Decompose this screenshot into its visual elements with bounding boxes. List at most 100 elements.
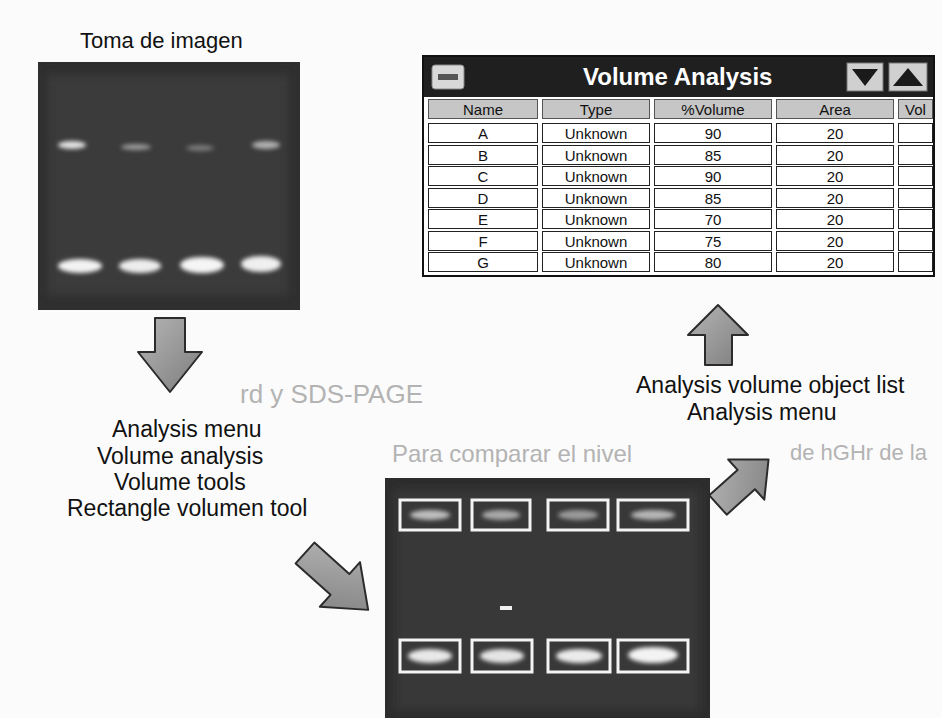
table-cell: Unknown (542, 231, 650, 251)
table-cell: 90 (654, 123, 772, 143)
table-cell: Unknown (542, 252, 650, 272)
step-caption: Analysis menu (112, 416, 262, 442)
step-caption: Volume analysis (97, 443, 263, 469)
gel-band (558, 510, 598, 520)
table-cell: 20 (776, 123, 894, 143)
table-cell: 20 (776, 209, 894, 229)
table-cell: 20 (776, 252, 894, 272)
table-value: G (477, 255, 489, 270)
gel-bands (58, 141, 281, 273)
gel-background (38, 62, 300, 310)
gel-band (252, 141, 280, 149)
table-header-cell: Name (428, 99, 538, 119)
table-value: E (478, 212, 488, 227)
table-cell: 70 (654, 209, 772, 229)
gel-band (119, 259, 161, 273)
step-caption: Analysis volume object list (636, 372, 904, 398)
table-cell: 75 (654, 231, 772, 251)
selection-rectangles (400, 500, 688, 672)
gel-band (58, 259, 102, 273)
gel-band (631, 510, 675, 520)
gel-haze (48, 75, 288, 295)
up-triangle (893, 68, 923, 86)
selection-rectangle (548, 500, 608, 530)
table-cell: G (428, 252, 538, 272)
table-value: Unknown (565, 126, 628, 141)
table-value: 20 (827, 169, 844, 184)
table-value: F (478, 234, 487, 249)
step-caption: Rectangle volumen tool (67, 495, 307, 521)
table-cell (898, 145, 933, 165)
table-value: 70 (705, 212, 722, 227)
step-caption: Volume tools (114, 469, 246, 495)
selection-rectangle (400, 500, 460, 530)
scroll-button (847, 63, 883, 91)
table-cell: Unknown (542, 166, 650, 186)
table-header-cell: %Volume (654, 99, 772, 119)
selection-rectangle (618, 640, 688, 672)
gel-band (121, 144, 151, 150)
table-cell: 20 (776, 231, 894, 251)
scroll-button (889, 63, 927, 91)
table-value: 80 (705, 255, 722, 270)
diagonal-arrow (700, 439, 787, 525)
table-value: C (478, 169, 489, 184)
gel-band (58, 141, 86, 149)
gel-image-selected (385, 478, 710, 718)
image-panel: Toma de imagen (38, 22, 300, 62)
table-cell: 80 (654, 252, 772, 272)
image-caption: Toma de imagen (80, 28, 243, 53)
table-value: Unknown (565, 234, 628, 249)
down-triangle (852, 69, 878, 86)
gel-band (628, 647, 678, 663)
diagonal-arrow (285, 531, 388, 632)
table-value: D (478, 191, 489, 206)
table-value: 20 (827, 234, 844, 249)
table-cell: F (428, 231, 538, 251)
step-caption: Analysis menu (687, 399, 837, 425)
table-value: Unknown (565, 148, 628, 163)
table-cell: 20 (776, 166, 894, 186)
table-cell: C (428, 166, 538, 186)
gel-background (385, 478, 710, 718)
table-cell: 90 (654, 166, 772, 186)
table-value: Unknown (565, 169, 628, 184)
faded-background-text: de hGHr de la (790, 440, 927, 465)
table-header: Type (580, 102, 613, 117)
gel-spot (500, 606, 512, 610)
table-value: B (478, 148, 488, 163)
table-cell: E (428, 209, 538, 229)
table-value: Unknown (565, 255, 628, 270)
table-cell: A (428, 123, 538, 143)
table-cell (898, 231, 933, 251)
table-cell (898, 252, 933, 272)
selection-rectangle (548, 640, 610, 672)
table-header: Name (463, 102, 503, 117)
table-value: 20 (827, 148, 844, 163)
table-cell: Unknown (542, 188, 650, 208)
table-cell: Unknown (542, 123, 650, 143)
selection-rectangle (618, 500, 688, 530)
gel-band (482, 510, 520, 520)
software-window: Volume AnalysisNameType%VolumeAreaVolAUn… (422, 55, 935, 277)
gel-band (241, 256, 281, 272)
faded-background-text: rd y SDS-PAGE (240, 380, 423, 410)
gel-band (480, 649, 524, 663)
gel-band (180, 257, 224, 273)
table-header-cell: Vol (898, 99, 933, 119)
table-cell: Unknown (542, 209, 650, 229)
window-title-bar: Volume Analysis (424, 57, 933, 97)
table-cell: 85 (654, 188, 772, 208)
selection-rectangle (472, 640, 532, 672)
table-value: 20 (827, 126, 844, 141)
table-cell: 20 (776, 145, 894, 165)
table-header: %Volume (681, 102, 744, 117)
gel-image (38, 62, 300, 310)
table-value: Unknown (565, 191, 628, 206)
table-value: 20 (827, 212, 844, 227)
minimize-button (432, 65, 464, 89)
gel-band (186, 145, 214, 151)
table-value: 85 (705, 148, 722, 163)
table-value: 75 (705, 234, 722, 249)
down-arrow (138, 318, 202, 392)
